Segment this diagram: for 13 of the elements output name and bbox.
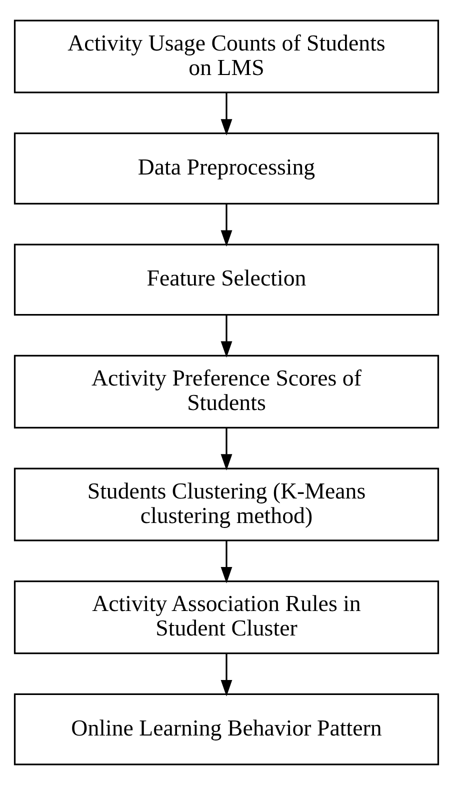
arrow (220, 653, 232, 696)
arrow (220, 315, 232, 358)
node-box: Online Learning Behavior Pattern (14, 693, 440, 766)
node-box: Activity Usage Counts of Students on LMS (14, 20, 440, 94)
node-box: Feature Selection (14, 244, 440, 316)
node-box: Activity Association Rules in Student Cluster (14, 580, 440, 654)
arrow (220, 540, 232, 584)
arrow (220, 92, 232, 136)
arrow (220, 428, 232, 471)
arrow (220, 204, 232, 247)
node-box: Data Preprocessing (14, 132, 440, 204)
node-box: Students Clustering (K-Means clustering method) (14, 468, 440, 542)
node-box: Activity Preference Scores of Students (14, 354, 440, 428)
